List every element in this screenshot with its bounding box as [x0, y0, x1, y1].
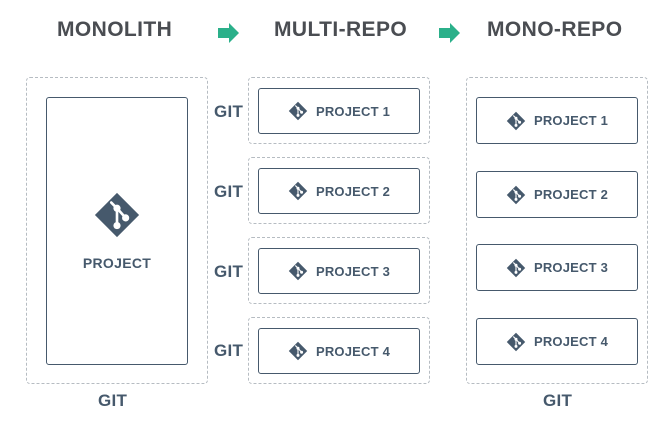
project-box: PROJECT 2 — [476, 171, 638, 218]
project-box: PROJECT 4 — [258, 328, 420, 374]
arrow-right-icon — [439, 23, 460, 43]
multi-repo-container — [248, 157, 430, 224]
project-box: PROJECT 1 — [476, 97, 638, 144]
git-logo-icon — [506, 258, 526, 278]
git-logo-icon — [506, 332, 526, 352]
project-box: PROJECT 4 — [476, 318, 638, 365]
multi-repo-git-label: GIT — [214, 341, 244, 360]
git-logo-icon — [288, 261, 308, 281]
git-logo-icon — [288, 101, 308, 121]
project-label: PROJECT 3 — [533, 260, 609, 275]
project-box: PROJECT 2 — [258, 168, 420, 214]
git-logo-icon — [506, 111, 526, 131]
project-label: PROJECT 2 — [533, 187, 609, 202]
monolith-project-box: PROJECT — [46, 97, 188, 365]
project-box: PROJECT 1 — [258, 88, 420, 134]
git-logo-icon — [93, 191, 141, 239]
project-label: PROJECT 4 — [315, 343, 391, 359]
mono-repo-git-label: GIT — [543, 391, 573, 410]
project-box: PROJECT 3 — [258, 248, 420, 294]
heading-multi-repo: MULTI-REPO — [274, 18, 408, 41]
project-box: PROJECT 3 — [476, 244, 638, 291]
multi-repo-container — [248, 317, 430, 384]
git-logo-icon — [506, 185, 526, 205]
project-label: PROJECT 1 — [533, 113, 609, 128]
project-label: PROJECT 1 — [315, 103, 391, 119]
git-logo-icon — [288, 341, 308, 361]
multi-repo-git-label: GIT — [214, 102, 244, 121]
project-label: PROJECT 3 — [315, 263, 391, 279]
multi-repo-container — [248, 237, 430, 304]
monolith-git-label: GIT — [98, 391, 128, 410]
heading-monolith: MONOLITH — [57, 18, 173, 41]
project-label: PROJECT 2 — [315, 183, 391, 199]
multi-repo-git-label: GIT — [214, 262, 244, 281]
git-logo-icon — [288, 181, 308, 201]
multi-repo-container — [248, 77, 430, 144]
multi-repo-git-label: GIT — [214, 182, 244, 201]
mono-repo-container — [466, 77, 648, 384]
monolith-repo-container — [26, 77, 208, 384]
monolith-project-label: PROJECT — [82, 255, 152, 271]
project-label: PROJECT 4 — [533, 334, 609, 349]
arrow-right-icon — [218, 23, 239, 43]
heading-mono-repo: MONO-REPO — [487, 18, 623, 41]
